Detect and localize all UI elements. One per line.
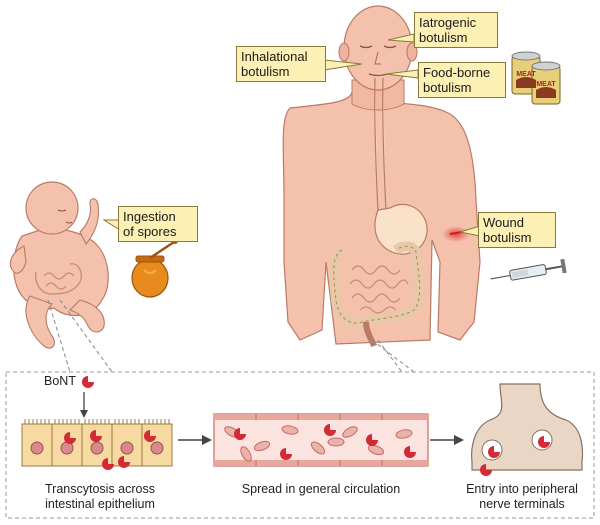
label-iatrogenic-botulism: Iatrogenic botulism bbox=[414, 12, 498, 48]
syringe bbox=[490, 258, 567, 281]
label-line: Food-borne bbox=[423, 65, 491, 80]
stomach bbox=[374, 203, 428, 255]
nerve-terminal bbox=[471, 383, 584, 476]
label-line: botulism bbox=[241, 64, 290, 79]
adult-figure bbox=[282, 5, 481, 348]
label-ingestion-of-spores: Ingestion of spores bbox=[118, 206, 198, 242]
label-line: botulism bbox=[483, 230, 532, 245]
epithelial-cell bbox=[81, 419, 113, 467]
small-intestine bbox=[349, 265, 409, 314]
caption-nerve-entry: Entry into peripheral nerve terminals bbox=[452, 482, 592, 512]
adult-eyes bbox=[359, 45, 397, 49]
label-foodborne-botulism: Food-borne botulism bbox=[418, 62, 506, 98]
rectum bbox=[363, 321, 377, 348]
caption-line: Transcytosis across bbox=[45, 482, 155, 496]
label-line: botulism bbox=[419, 30, 468, 45]
label-line: Inhalational bbox=[241, 49, 308, 64]
red-blood-cell bbox=[367, 444, 385, 456]
caption-line: nerve terminals bbox=[479, 497, 565, 511]
vessel-segments bbox=[255, 414, 383, 466]
label-line: of spores bbox=[123, 224, 177, 239]
epithelial-cell bbox=[141, 419, 173, 467]
caption-line: Spread in general circulation bbox=[241, 482, 401, 496]
label-line: Wound bbox=[483, 215, 524, 230]
caption-transcytosis: Transcytosis across intestinal epitheliu… bbox=[20, 482, 180, 512]
infant-head bbox=[25, 181, 79, 235]
label-line: botulism bbox=[423, 80, 472, 95]
red-blood-cell bbox=[395, 429, 413, 439]
epithelial-cell bbox=[111, 419, 143, 467]
adult-nose bbox=[374, 51, 381, 65]
mechanism-panel bbox=[5, 371, 595, 519]
can-label-2: MEAT bbox=[536, 81, 556, 88]
caption-line: Entry into peripheral bbox=[466, 482, 578, 496]
leader-lines bbox=[47, 299, 415, 373]
red-blood-cell bbox=[310, 441, 326, 455]
infant-arm-raised bbox=[79, 198, 100, 245]
honey-pot bbox=[131, 238, 178, 298]
label-inhalational-botulism: Inhalational botulism bbox=[236, 46, 326, 82]
stage-arrows bbox=[178, 435, 464, 445]
red-blood-cell bbox=[281, 425, 299, 435]
label-wound-botulism: Wound botulism bbox=[478, 212, 556, 248]
infant-face bbox=[57, 209, 73, 224]
red-blood-cell bbox=[342, 426, 358, 438]
esophagus bbox=[374, 77, 387, 213]
callout-pointers bbox=[102, 33, 481, 237]
red-blood-cell bbox=[240, 446, 252, 462]
meat-cans: MEAT MEAT bbox=[511, 51, 561, 105]
infant-leg-left bbox=[25, 295, 55, 349]
infant-gut bbox=[34, 263, 82, 295]
adult-head bbox=[343, 5, 413, 91]
red-blood-cell bbox=[253, 440, 271, 452]
epithelial-cell bbox=[21, 419, 53, 467]
caption-circulation: Spread in general circulation bbox=[218, 482, 424, 497]
label-line: Iatrogenic bbox=[419, 15, 477, 30]
adult-ear-left bbox=[338, 42, 350, 62]
epithelial-cell bbox=[51, 419, 83, 467]
blood-vessel bbox=[213, 413, 429, 467]
bont-toxin-legend bbox=[82, 376, 94, 388]
infant-leg-right bbox=[68, 299, 105, 333]
infant-figure bbox=[9, 181, 109, 349]
bont-label: BoNT bbox=[44, 374, 76, 388]
label-line: Ingestion bbox=[123, 209, 176, 224]
caption-line: intestinal epithelium bbox=[45, 497, 155, 511]
red-blood-cell bbox=[327, 437, 345, 447]
intestinal-epithelium bbox=[21, 419, 173, 470]
infant-arm-left bbox=[9, 245, 27, 274]
can-label-1: MEAT bbox=[516, 71, 536, 78]
adult-mouth bbox=[368, 73, 388, 77]
